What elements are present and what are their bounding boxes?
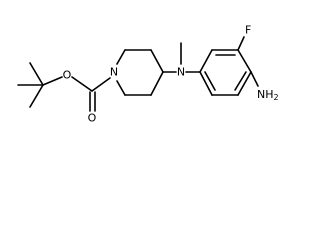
piperidine-bond-6 bbox=[116, 80, 126, 96]
atom-amino-group: NH2 bbox=[257, 88, 279, 102]
benzene-inner-bond-b bbox=[234, 71, 247, 91]
fluorine-bond bbox=[237, 36, 245, 51]
benzene-bond-1 bbox=[199, 49, 213, 73]
atom-carbonyl-oxygen: O bbox=[88, 112, 97, 125]
atom-fluorine: F bbox=[245, 24, 251, 37]
tbutyl-methyl-bond-bottom bbox=[29, 84, 44, 108]
piperidine-bond-3 bbox=[150, 49, 164, 73]
benzene-bond-6 bbox=[199, 71, 213, 96]
atom-ester-oxygen: O bbox=[63, 69, 72, 82]
benzene-bond-4 bbox=[237, 71, 252, 96]
atom-amine-nitrogen: N bbox=[177, 66, 185, 79]
benzene-bond-3 bbox=[237, 49, 252, 73]
atom-piperidine-nitrogen: N bbox=[110, 66, 118, 79]
amino-bond bbox=[250, 71, 259, 87]
ester-o-carbonyl-bond bbox=[71, 76, 93, 92]
tbutyl-methyl-bond-top bbox=[29, 62, 44, 86]
piperidine-bond-4 bbox=[150, 71, 164, 96]
tbutyl-ester-bond bbox=[42, 76, 63, 86]
benzene-inner-bond-c bbox=[204, 71, 216, 91]
bond-lines bbox=[17, 36, 259, 112]
piperidine-bond-1 bbox=[116, 49, 126, 65]
carbonyl-n-bond bbox=[91, 77, 111, 92]
atom-labels: O O N N F NH2 bbox=[63, 24, 279, 125]
molecule-diagram: O O N N F NH2 bbox=[17, 24, 279, 125]
